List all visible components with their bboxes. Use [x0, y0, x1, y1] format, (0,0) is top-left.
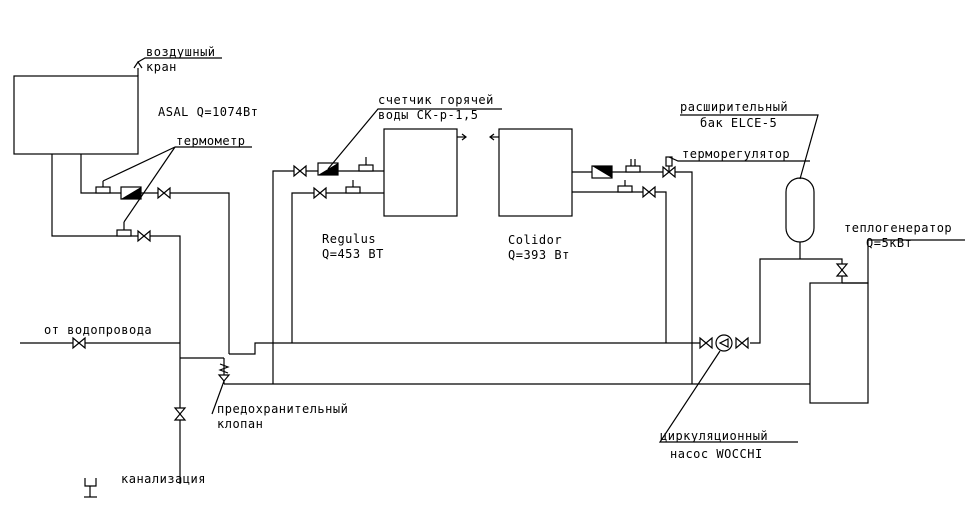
pump-label: насос WOCCHI: [670, 447, 763, 461]
sewer-label: канализация: [121, 472, 206, 486]
pump-label: циркуляционный: [660, 429, 768, 443]
safety-valve-label: предохранительный: [217, 402, 348, 416]
pipes: [20, 133, 843, 484]
ball-valve-icon: [137, 229, 151, 243]
water-supply-label: от водопровода: [44, 323, 152, 337]
boiler-label: теплогенератор: [844, 221, 952, 235]
thermometer-icon: [358, 157, 374, 172]
ball-valve-icon: [313, 186, 327, 200]
radiator-asal: [13, 75, 139, 155]
pump-valve-icon: [735, 336, 749, 350]
thermometer-icon: [116, 222, 132, 237]
sewer-funnel-icon: [84, 478, 97, 498]
expansion-tank-label: расширительный: [680, 100, 788, 114]
thermometer-icon: [345, 180, 361, 194]
drain-valve-icon: [173, 407, 187, 421]
ball-valve-icon: [642, 185, 656, 199]
circulation-pump-icon: [715, 334, 733, 352]
radiator-asal-label: ASAL Q=1074Вт: [158, 105, 258, 119]
expansion-tank: [785, 177, 815, 243]
meter-label: воды СК-р-1,5: [378, 108, 478, 122]
leader-lines: [102, 57, 965, 443]
boiler-valve-icon: [835, 263, 849, 277]
radiator-regulus: [383, 128, 458, 217]
safety-valve-icon: [217, 358, 231, 384]
air-vent-label: кран: [146, 60, 177, 74]
thermometer-icon: [617, 180, 633, 193]
thermometer-label: термометр: [176, 134, 246, 148]
radiator-colidor: [498, 128, 573, 217]
thermoregulator-label: терморегулятор: [682, 147, 790, 161]
radiator-regulus-label: Regulus: [322, 232, 376, 246]
thermoregulator-icon: [662, 156, 676, 179]
expansion-tank-label: бак ELCE-5: [700, 116, 777, 130]
meter-label: счетчик горячей: [378, 93, 494, 107]
thermometer-icon: [625, 159, 641, 173]
radiator-colidor-label: Q=393 Вт: [508, 248, 570, 262]
air-vent-icon: [133, 60, 143, 76]
water-meter-icon: [591, 165, 613, 179]
ball-valve-icon: [157, 186, 171, 200]
thermometer-icon: [95, 181, 111, 194]
boiler: [809, 282, 869, 404]
water-meter-icon: [120, 186, 142, 200]
ball-valve-icon: [293, 164, 307, 178]
air-vent-label: воздушный: [146, 45, 216, 59]
pump-valve-icon: [699, 336, 713, 350]
radiator-regulus-label: Q=453 ВТ: [322, 247, 384, 261]
safety-valve-label: клопан: [217, 417, 263, 431]
boiler-label: Q=5кВт: [866, 236, 912, 250]
water-supply-valve-icon: [72, 336, 86, 350]
radiator-colidor-label: Colidor: [508, 233, 562, 247]
